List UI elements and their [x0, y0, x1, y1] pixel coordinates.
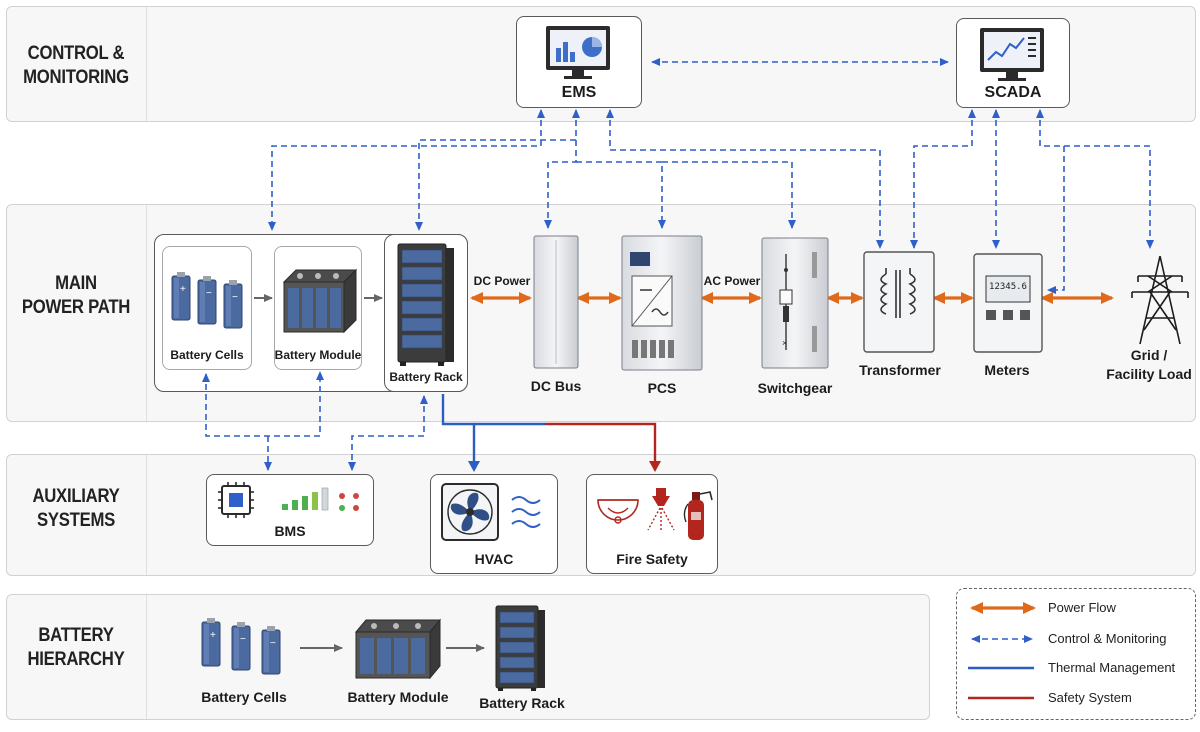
hvac-label: HVAC — [474, 551, 514, 567]
hierarchy-cells-icon: + − − — [201, 617, 281, 675]
lane-label-hierarchy: BATTERY HIERARCHY — [27, 625, 125, 670]
ems-monitor-icon — [546, 26, 610, 79]
dc-bus-label: DC Bus — [530, 378, 582, 394]
meter-reading: 12345.6 — [989, 282, 1027, 292]
svg-text:×: × — [782, 338, 787, 348]
svg-text:−: − — [232, 292, 238, 303]
bms-level-bars-icon — [282, 487, 329, 511]
bms-status-leds-icon — [339, 493, 359, 511]
grid-tower-icon — [1131, 255, 1189, 345]
hierarchy-module-icon — [354, 618, 442, 680]
lane-divider — [146, 205, 147, 421]
control-links — [202, 58, 1154, 471]
battery-rack-icon — [397, 243, 454, 366]
lane-divider — [146, 595, 147, 719]
hierarchy-rack-icon — [495, 605, 545, 691]
meters-icon — [973, 253, 1043, 353]
battery-cells-label: Battery Cells — [170, 348, 244, 362]
bms-label: BMS — [274, 523, 306, 539]
lane-label-main: MAIN POWER PATH — [21, 273, 131, 318]
ems-label: EMS — [561, 84, 597, 101]
battery-module-icon — [282, 268, 358, 334]
pcs-icon — [621, 235, 703, 371]
legend-power-flow: Power Flow — [1048, 600, 1116, 615]
svg-text:−: − — [270, 638, 276, 649]
thermal-link — [441, 394, 480, 472]
hvac-fan-icon — [441, 483, 499, 541]
switchgear-icon: × — [761, 237, 829, 369]
legend-thermal: Thermal Management — [1048, 660, 1176, 675]
battery-cells-icon: + − − — [171, 271, 243, 329]
ac-power-label: AC Power — [703, 274, 761, 288]
grid-label: Grid / Facility Load — [1106, 347, 1192, 382]
legend-control: Control & Monitoring — [1048, 631, 1167, 646]
legend-swatches — [968, 602, 1036, 700]
battery-rack-label: Battery Rack — [389, 370, 463, 384]
scada-label: SCADA — [984, 84, 1042, 101]
svg-text:−: − — [206, 288, 212, 299]
safety-link — [545, 422, 661, 472]
hvac-airflow-icon — [511, 496, 541, 528]
pcs-label: PCS — [647, 380, 677, 396]
svg-text:+: + — [210, 630, 216, 641]
svg-text:+: + — [180, 284, 186, 295]
hierarchy-cells-label: Battery Cells — [201, 689, 287, 705]
lane-divider — [146, 455, 147, 575]
hierarchy-module-label: Battery Module — [347, 689, 449, 705]
bms-chip-icon — [218, 482, 254, 518]
battery-module-label: Battery Module — [274, 348, 362, 362]
meters-label: Meters — [984, 362, 1030, 378]
transformer-label: Transformer — [859, 362, 941, 378]
scada-monitor-icon — [980, 28, 1044, 81]
hierarchy-rack-label: Battery Rack — [479, 695, 565, 711]
smoke-detector-icon — [597, 499, 639, 524]
lane-divider — [146, 7, 147, 121]
legend-safety: Safety System — [1048, 690, 1132, 705]
fire-safety-label: Fire Safety — [616, 551, 688, 567]
transformer-icon — [863, 251, 935, 353]
dc-bus-icon — [533, 235, 579, 369]
lane-label-control: CONTROL & MONITORING — [23, 43, 129, 88]
fire-extinguisher-icon — [683, 491, 713, 540]
dc-power-label: DC Power — [473, 274, 531, 288]
lane-battery-hierarchy — [6, 594, 930, 720]
lane-label-aux: AUXILIARY SYSTEMS — [32, 486, 120, 531]
sprinkler-icon — [647, 488, 675, 532]
switchgear-label: Switchgear — [757, 380, 833, 396]
svg-text:−: − — [240, 634, 246, 645]
